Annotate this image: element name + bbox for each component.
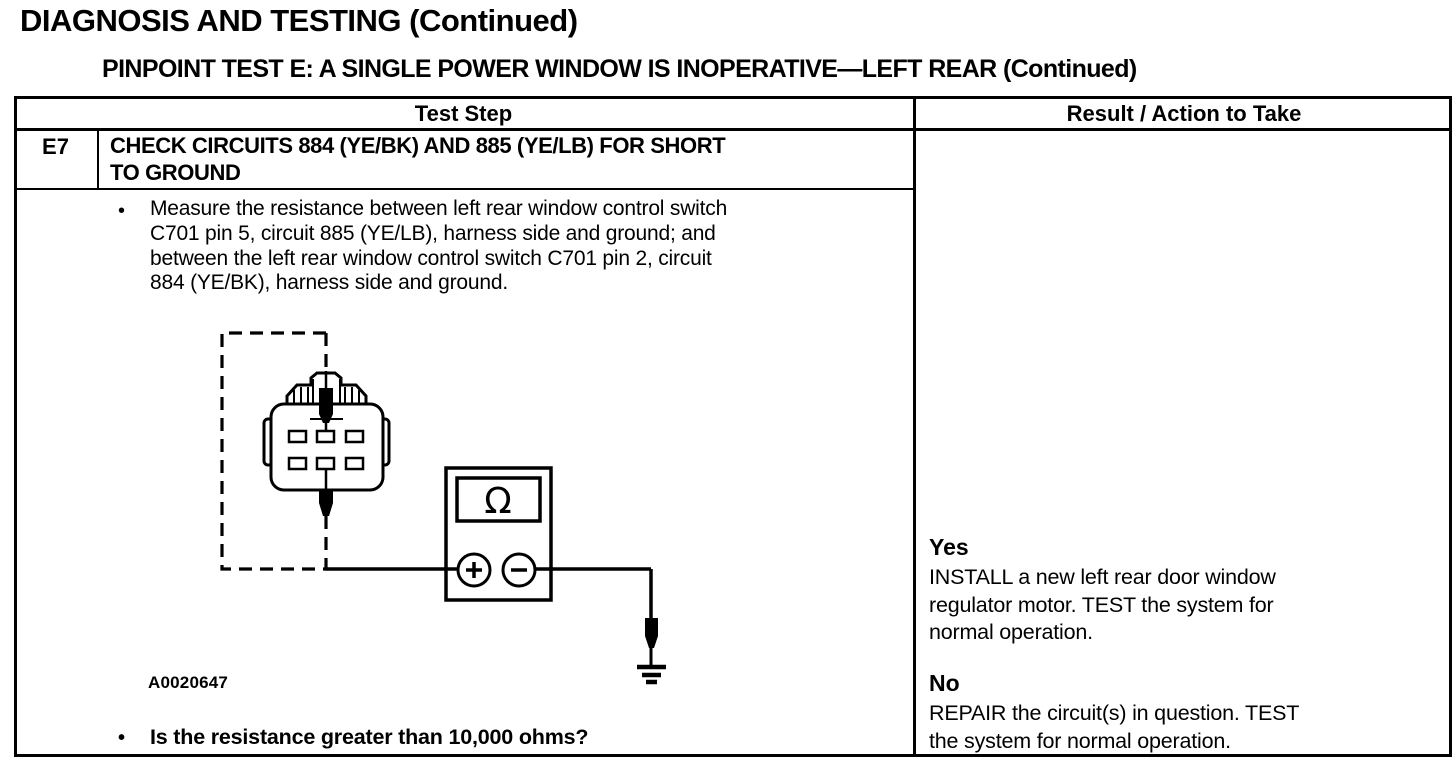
ohm-symbol: Ω: [484, 481, 512, 522]
step-id: E7: [42, 134, 69, 159]
pinpoint-test-title: PINPOINT TEST E: A SINGLE POWER WINDOW I…: [102, 55, 1137, 83]
column-header-test-step: Test Step: [414, 101, 513, 126]
step-id-divider: [97, 128, 99, 188]
result-answer-yes: Yes: [929, 534, 969, 560]
ohmmeter-display: Ω: [455, 476, 542, 523]
step-heading-separator: [14, 188, 913, 190]
bullet-icon: •: [118, 727, 126, 749]
minus-terminal-icon: [501, 552, 537, 588]
ground-icon: [637, 618, 666, 685]
table-column-divider: [913, 96, 916, 757]
step-title: CHECK CIRCUITS 884 (YE/BK) AND 885 (YE/L…: [110, 133, 726, 185]
page-title: DIAGNOSIS AND TESTING (Continued): [20, 3, 578, 38]
test-lead-wires: [325, 567, 653, 621]
result-answer-no: No: [929, 670, 960, 696]
plus-terminal-icon: [456, 552, 492, 588]
top-probe-icon: [319, 371, 333, 431]
dashed-breakout-box-icon: [220, 331, 328, 571]
result-yes-block: Yes INSTALL a new left rear door window …: [929, 534, 1441, 647]
connector-icon: [262, 371, 391, 516]
figure-id: A0020647: [148, 673, 229, 692]
result-action-no: REPAIR the circuit(s) in question. TEST …: [929, 701, 1300, 753]
result-no-block: No REPAIR the circuit(s) in question. TE…: [929, 670, 1441, 755]
step-instruction: Measure the resistance between left rear…: [150, 197, 728, 295]
step-question: Is the resistance greater than 10,000 oh…: [150, 725, 589, 749]
bottom-probe-icon: [319, 469, 333, 516]
circuit-diagram: Ω: [220, 331, 666, 685]
table-header-separator: [14, 128, 1452, 131]
bullet-icon: •: [118, 200, 126, 222]
column-header-result: Result / Action to Take: [1066, 101, 1302, 126]
pinpoint-test-table-border: [14, 96, 1452, 757]
result-action-yes: INSTALL a new left rear door window regu…: [929, 565, 1276, 644]
